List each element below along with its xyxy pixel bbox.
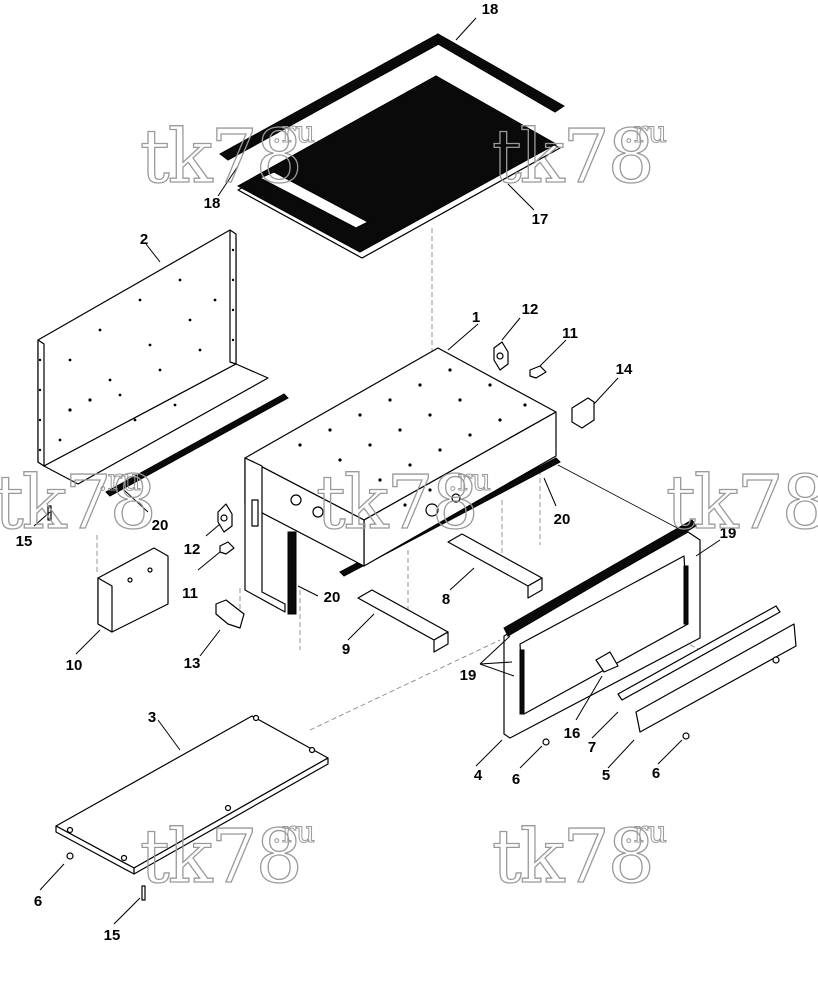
callout-labels: 18 18 17 2 1 12 11 14 15 20 12 11 20 20 … xyxy=(16,1,737,944)
callout-6c: 6 xyxy=(34,893,42,910)
bracket-11-left xyxy=(219,541,235,555)
callout-16: 16 xyxy=(564,725,581,742)
seal-strip-top xyxy=(219,33,565,161)
watermark-suffix: .ru xyxy=(624,815,667,850)
callout-19b: 19 xyxy=(460,667,477,684)
front-door-frame xyxy=(503,519,701,739)
bracket-13 xyxy=(215,599,245,629)
callout-9: 9 xyxy=(342,641,350,658)
bracket-12-left xyxy=(217,503,233,533)
watermark: tk78 xyxy=(492,814,653,900)
terminal-block xyxy=(97,547,169,633)
callout-18b: 18 xyxy=(204,195,221,212)
bottom-plate xyxy=(55,714,329,875)
bracket-14 xyxy=(571,397,595,429)
callout-2: 2 xyxy=(140,231,148,248)
callout-7: 7 xyxy=(588,739,596,756)
callout-20a: 20 xyxy=(152,517,169,534)
cover-panel-5 xyxy=(635,623,797,733)
callout-4: 4 xyxy=(474,767,483,784)
callout-10: 10 xyxy=(66,657,83,674)
callout-20b: 20 xyxy=(324,589,341,606)
watermark-suffix: .ru xyxy=(624,115,667,150)
rail-8 xyxy=(447,533,543,599)
callout-11a: 11 xyxy=(562,325,578,342)
callout-15a: 15 xyxy=(16,533,33,550)
callout-3: 3 xyxy=(148,709,156,726)
main-housing xyxy=(244,347,557,613)
lid-panel xyxy=(236,75,561,259)
callout-1: 1 xyxy=(472,309,480,326)
callout-8: 8 xyxy=(442,591,450,608)
watermark-layer: tk78 .ru tk78 .ru tk78 .ru tk78 .ru tk78… xyxy=(0,113,818,900)
watermark-suffix: .ru xyxy=(98,463,141,498)
back-wall-panel xyxy=(37,229,269,485)
callout-6b: 6 xyxy=(652,765,660,782)
callout-12a: 12 xyxy=(522,301,539,318)
cover-strip-7 xyxy=(617,605,781,701)
callout-12b: 12 xyxy=(184,541,201,558)
callout-19a: 19 xyxy=(720,525,737,542)
watermark: tk78 xyxy=(666,460,818,546)
callout-15b: 15 xyxy=(104,927,121,944)
callout-14: 14 xyxy=(616,361,633,378)
watermark-suffix: .ru xyxy=(272,815,315,850)
leader-lines xyxy=(33,17,721,925)
bracket-11-top xyxy=(529,365,547,379)
watermark: tk78 xyxy=(492,114,653,200)
watermark: tk78 xyxy=(0,460,155,546)
watermark-suffix: .ru xyxy=(448,463,491,498)
watermark: tk78 xyxy=(140,114,301,200)
callout-5: 5 xyxy=(602,767,610,784)
watermark-suffix: .ru xyxy=(272,115,315,150)
bracket-12-top xyxy=(493,341,509,371)
callout-6a: 6 xyxy=(512,771,520,788)
callout-11b: 11 xyxy=(182,585,198,602)
watermark: tk78 xyxy=(316,460,477,546)
callout-20c: 20 xyxy=(554,511,571,528)
rail-9 xyxy=(357,589,449,653)
watermark: tk78 xyxy=(140,814,301,900)
callout-13: 13 xyxy=(184,655,201,672)
callout-17: 17 xyxy=(532,211,549,228)
callout-18a: 18 xyxy=(482,1,499,18)
